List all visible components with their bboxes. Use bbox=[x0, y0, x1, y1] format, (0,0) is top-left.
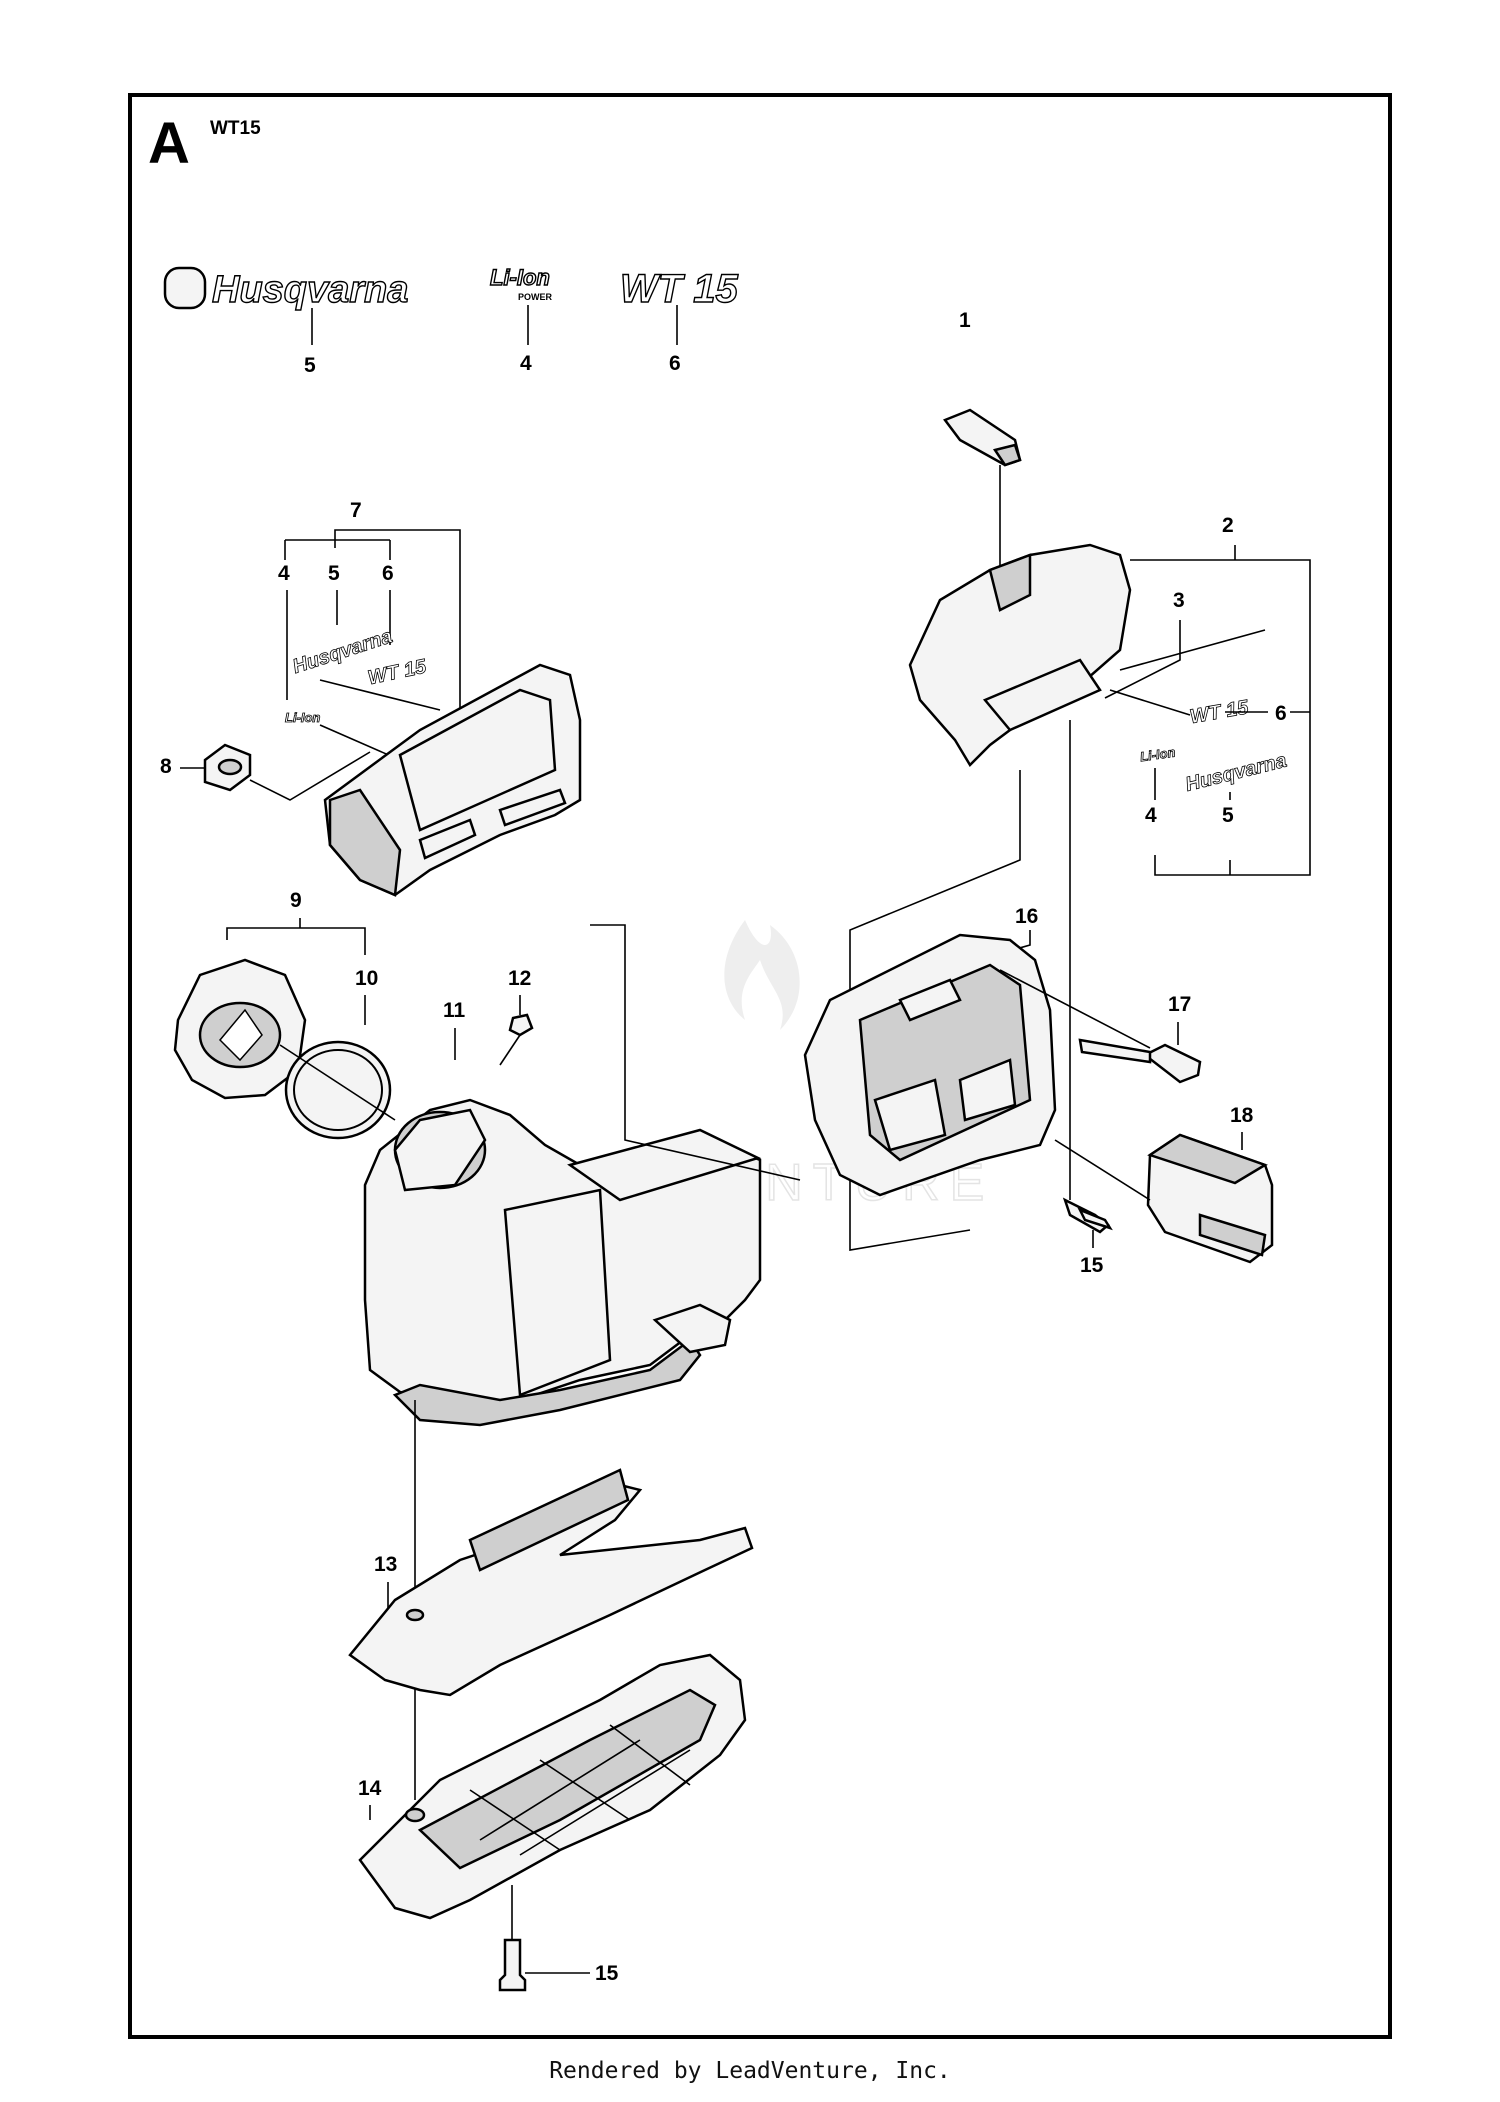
nut-part bbox=[508, 1013, 534, 1037]
decal-husqvarna-text: Husqvarna bbox=[212, 269, 408, 311]
decal-wt15-left: WT 15 bbox=[366, 655, 429, 689]
screw-part-15-mid bbox=[1062, 1197, 1113, 1234]
base-tray-part bbox=[358, 1653, 747, 1920]
callout-7: 7 bbox=[350, 499, 362, 522]
footer-credit: Rendered by LeadVenture, Inc. bbox=[549, 2058, 951, 2084]
callout-10: 10 bbox=[355, 967, 378, 990]
callout-11: 11 bbox=[443, 999, 466, 1022]
decal-power-text: POWER bbox=[518, 292, 553, 302]
o-ring-inner bbox=[293, 1049, 383, 1131]
gasket-part bbox=[348, 1468, 754, 1697]
callout-5-right: 5 bbox=[1222, 804, 1234, 827]
o-ring-part bbox=[284, 1040, 392, 1140]
watermark-flame-icon bbox=[724, 920, 800, 1030]
callout-12: 12 bbox=[508, 967, 531, 990]
decal-husqvarna-right: Husqvarna bbox=[1183, 749, 1289, 796]
callout-5-top: 5 bbox=[304, 354, 316, 377]
callout-14: 14 bbox=[358, 1777, 382, 1800]
latch-part bbox=[943, 408, 1022, 467]
callout-4-right: 4 bbox=[1145, 804, 1157, 827]
callout-1: 1 bbox=[959, 309, 971, 332]
callout-15-mid: 15 bbox=[1080, 1254, 1104, 1277]
callout-8: 8 bbox=[160, 755, 172, 778]
fuel-cap-part bbox=[173, 958, 307, 1100]
callout-5-left: 5 bbox=[328, 562, 340, 585]
callout-6-left: 6 bbox=[382, 562, 394, 585]
left-cover-part bbox=[323, 663, 582, 897]
model-label: WT15 bbox=[210, 118, 261, 139]
callout-9: 9 bbox=[290, 889, 302, 912]
decal-li-ion-text: Li-Ion bbox=[490, 265, 550, 290]
decal-li-ion-top: Li-Ion POWER bbox=[489, 264, 553, 302]
water-tank-part bbox=[363, 1098, 762, 1427]
callout-4-left: 4 bbox=[278, 562, 290, 585]
section-letter: A bbox=[148, 111, 190, 176]
callout-16: 16 bbox=[1015, 905, 1038, 928]
battery-part bbox=[1146, 1133, 1274, 1264]
decal-li-ion-right: Li-Ion bbox=[1139, 745, 1176, 765]
callout-15-bottom: 15 bbox=[595, 1962, 619, 1985]
callout-6-right: 6 bbox=[1275, 702, 1287, 725]
decal-husqvarna-top: Husqvarna bbox=[163, 266, 409, 312]
callout-13: 13 bbox=[374, 1553, 397, 1576]
decal-husqvarna-right-text: Husqvarna bbox=[1183, 750, 1289, 796]
battery-holder-part bbox=[803, 933, 1057, 1197]
callout-2: 2 bbox=[1222, 514, 1234, 537]
callout-17: 17 bbox=[1168, 993, 1191, 1016]
screw-part-15-bottom bbox=[498, 1938, 527, 1992]
callout-6-top: 6 bbox=[669, 352, 681, 375]
diagram-frame bbox=[128, 93, 1392, 2039]
right-cover-part bbox=[908, 543, 1132, 768]
plug-part bbox=[203, 743, 252, 792]
decal-li-ion-left: Li-Ion bbox=[285, 710, 320, 725]
decal-wt15-top: WT 15 bbox=[620, 267, 739, 311]
callout-4-top: 4 bbox=[520, 352, 532, 375]
callout-18: 18 bbox=[1230, 1104, 1254, 1127]
callout-3: 3 bbox=[1173, 589, 1185, 612]
screw-part-17 bbox=[1078, 1038, 1202, 1084]
